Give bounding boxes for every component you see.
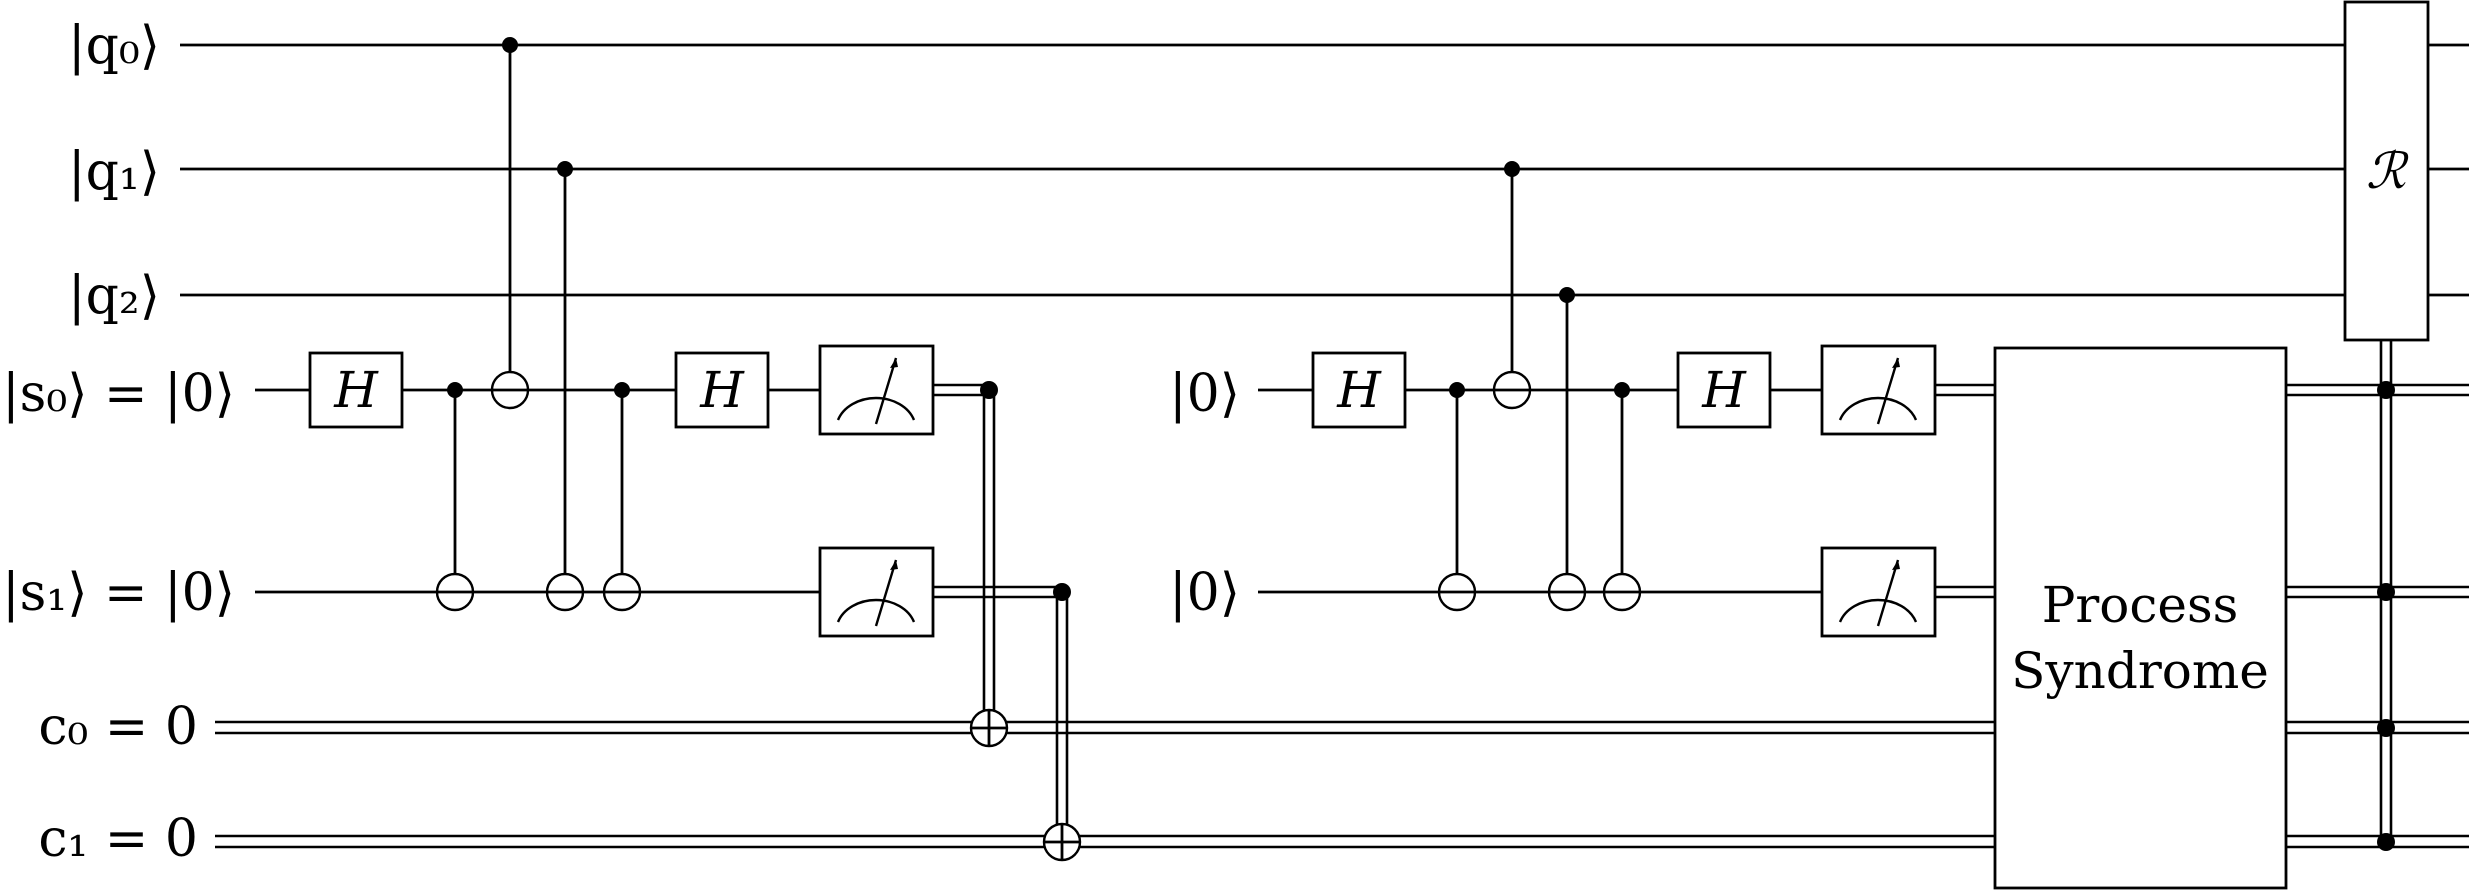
measurement-meter-icon	[818, 344, 935, 436]
cnot-gate-5	[1437, 382, 1477, 612]
recovery-label: ℛ	[2366, 142, 2409, 200]
cnot-gate-7	[1547, 287, 1587, 612]
control-dot	[1449, 382, 1465, 398]
wire-label-c1: c₁ = 0	[38, 809, 198, 869]
hadamard-gate-s0-1: H	[308, 351, 404, 429]
measurement-meter-icon	[818, 546, 935, 638]
wire-label-s1: |s₁⟩ = |0⟩	[2, 563, 235, 623]
hadamard-gate-s0-2: H	[674, 351, 770, 429]
cnot-gate-8	[1602, 382, 1642, 612]
wire-label-c0: c₀ = 0	[38, 697, 198, 757]
control-dot	[1559, 287, 1575, 303]
control-dot	[2377, 381, 2395, 399]
control-dot	[447, 382, 463, 398]
cnot-gate-1	[435, 382, 475, 612]
wire-label-q2: |q₂⟩	[68, 266, 160, 326]
hadamard-gate-s0-4: H	[1676, 351, 1772, 429]
hadamard-label: H	[699, 361, 745, 419]
control-dot	[2377, 833, 2395, 851]
hadamard-label: H	[333, 361, 379, 419]
cnot-gate-6	[1492, 161, 1532, 410]
cnot-gate-3	[545, 161, 585, 612]
cnot-gate-2	[490, 37, 530, 410]
qubit-wires	[180, 43, 2469, 297]
hadamard-label: H	[1701, 361, 1747, 419]
classical-cnot-c1	[1042, 583, 1082, 862]
control-dot	[2377, 719, 2395, 737]
recovery-gate: ℛ	[2343, 0, 2430, 342]
wire-label-q0: |q₀⟩	[68, 16, 160, 76]
hadamard-gate-s0-3: H	[1311, 351, 1407, 429]
process-syndrome-line-1: Process	[2042, 576, 2239, 634]
classical-cnot-c0	[969, 381, 1009, 748]
classical-wires	[215, 720, 2469, 849]
control-dot	[614, 382, 630, 398]
control-dot	[502, 37, 518, 53]
measurement-meter-icon	[1820, 344, 1937, 436]
control-dot	[557, 161, 573, 177]
control-dot	[1614, 382, 1630, 398]
hadamard-label: H	[1336, 361, 1382, 419]
control-dot	[1504, 161, 1520, 177]
control-dot	[2377, 583, 2395, 601]
control-dot	[980, 381, 998, 399]
control-dot	[1053, 583, 1071, 601]
cnot-gate-4	[602, 382, 642, 612]
wire-label-s0: |s₀⟩ = |0⟩	[2, 364, 235, 424]
process-syndrome-box: Process Syndrome	[1993, 346, 2288, 890]
reset-label-s1: |0⟩	[1169, 563, 1240, 623]
process-syndrome-line-2: Syndrome	[2011, 642, 2269, 700]
measurement-meter-icon	[1820, 546, 1937, 638]
recovery-control-bus	[2377, 340, 2395, 851]
reset-label-s0: |0⟩	[1169, 364, 1240, 424]
wire-label-q1: |q₁⟩	[68, 142, 160, 202]
